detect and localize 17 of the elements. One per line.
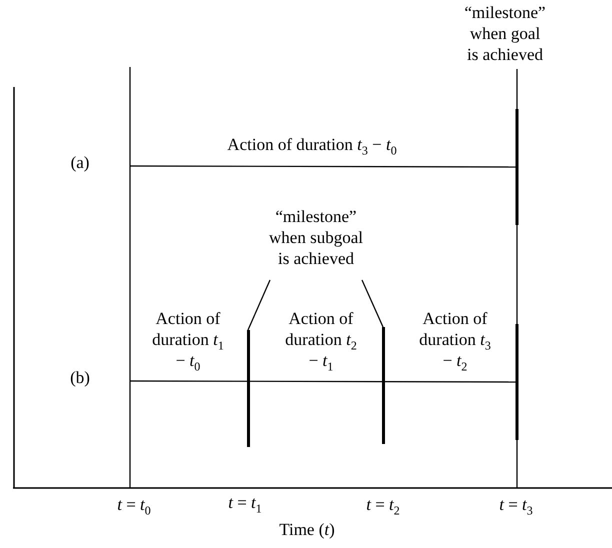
action-label: Action of duration t$_{1}$ − t$_{0}$ bbox=[151, 308, 225, 371]
row-label: (a) bbox=[70, 152, 90, 173]
milestone-bar bbox=[246, 330, 250, 447]
milestone-note: “milestone” when goal is achieved bbox=[463, 2, 547, 65]
leader-line bbox=[361, 280, 384, 328]
action-label: Action of duration t$_{3}$ − t$_{0}$ bbox=[226, 134, 398, 155]
tick-label: t = t$_{1}$ bbox=[227, 492, 263, 513]
tick-label: t = t$_{2}$ bbox=[365, 494, 401, 515]
axis-title: Time (t) bbox=[278, 519, 336, 540]
action-label: Action of duration t$_{2}$ − t$_{1}$ bbox=[284, 308, 358, 371]
milestone-bar bbox=[382, 327, 384, 444]
leader-line bbox=[247, 280, 271, 330]
milestone-note: “milestone” when subgoal is achieved bbox=[266, 206, 366, 280]
action-label: Action of duration t$_{3}$ − t$_{2}$ bbox=[418, 308, 492, 371]
tick-label: t = t$_{0}$ bbox=[116, 494, 152, 515]
tick-label: t = t$_{3}$ bbox=[498, 494, 534, 515]
row-label: (b) bbox=[69, 367, 91, 388]
